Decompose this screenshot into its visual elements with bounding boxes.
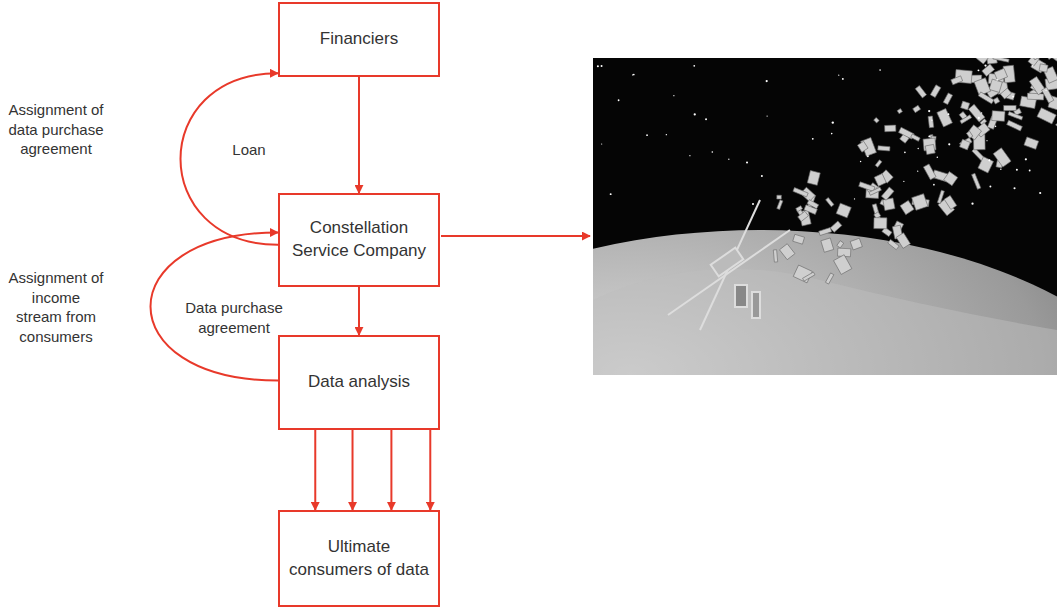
satellite-picture [593, 58, 1057, 375]
process-box: Financiers [278, 2, 440, 77]
box-text: Constellation Service Company [280, 217, 438, 263]
edge-label: Assignment of data purchase agreement [8, 100, 104, 159]
connector [352, 430, 354, 510]
connector [390, 430, 392, 510]
connector [314, 430, 316, 510]
connector [358, 287, 360, 335]
connector [429, 430, 431, 510]
connector [358, 77, 360, 193]
process-box: Constellation Service Company [278, 193, 440, 287]
box-text: Financiers [312, 28, 406, 51]
process-box: Data analysis [278, 335, 440, 430]
satellite [668, 200, 790, 330]
process-box: Ultimate consumers of data [278, 510, 440, 607]
box-text: Data analysis [300, 371, 418, 394]
connector [181, 73, 279, 244]
arrow-to-picture [441, 235, 590, 237]
edge-label: Assignment of income stream from consume… [8, 268, 104, 346]
edge-label: Loan [226, 140, 272, 160]
box-text: Ultimate consumers of data [280, 536, 438, 582]
edge-label: Data purchase agreement [178, 298, 290, 337]
